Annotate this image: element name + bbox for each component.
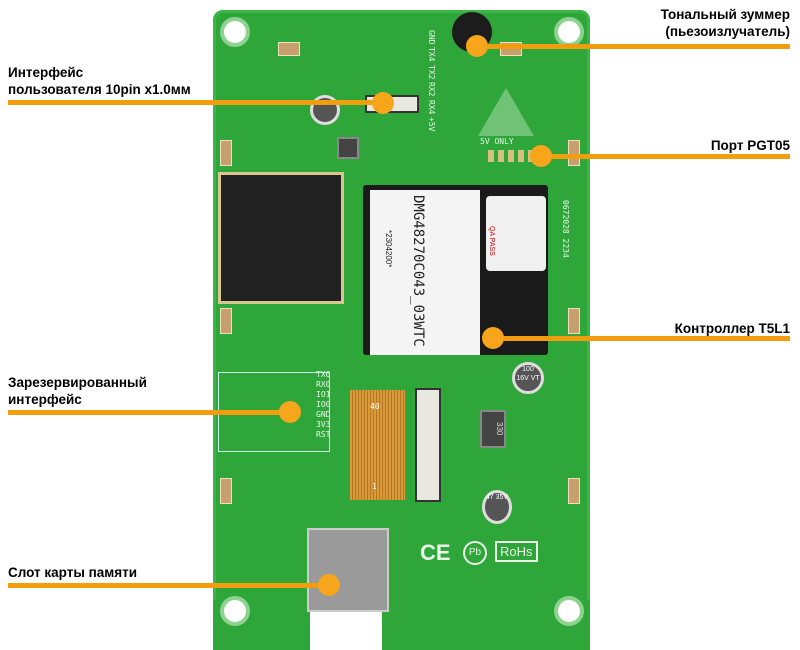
pin-label: RX0 (316, 380, 331, 389)
mount-hole (220, 17, 250, 47)
pin-label: +5V (427, 117, 436, 132)
smd-pad (220, 308, 232, 334)
smd-pad (568, 478, 580, 504)
chip-sticker: DMG48270C043_03WTC *2304200* (370, 190, 480, 355)
pin-label: RX2 (427, 82, 436, 97)
board-notch (310, 612, 382, 650)
reserved-label-line1: Зарезервированный (8, 375, 147, 390)
smd-pad (220, 140, 232, 166)
reserved-pin-labels: TX0 RX0 IO1 IO0 GND 3V3 RST (316, 370, 330, 440)
user-interface-label: Интерфейс пользователя 10pin x1.0мм (8, 64, 191, 98)
ce-mark: CE (420, 540, 451, 565)
user-interface-label-line2: пользователя 10pin x1.0мм (8, 82, 191, 97)
reserved-label-line2: интерфейс (8, 392, 82, 407)
pin-label: IO0 (316, 400, 331, 409)
buzzer-label-line2: (пьезоизлучатель) (665, 24, 790, 39)
sd-slot-leader-line (8, 583, 330, 588)
display-connector (415, 388, 441, 502)
smd-pad (568, 140, 580, 166)
capacitor-100uf: 100 16V VT (512, 362, 544, 394)
pin-label: TX0 (316, 370, 331, 379)
capacitor-47uf: 47 35V (482, 490, 512, 524)
rohs-mark: RoHs (495, 541, 538, 562)
date-code: 0672028 2234 (561, 200, 570, 258)
qa-sticker: QA PASS (486, 196, 546, 271)
display-ribbon: 40 1 (350, 390, 405, 500)
sd-slot-label: Слот карты памяти (8, 565, 138, 580)
smd-pad (568, 308, 580, 334)
pb-free-mark: Pb (463, 541, 487, 565)
port-marker (530, 145, 552, 167)
controller-marker (482, 327, 504, 349)
warning-text: 5V ONLY (480, 137, 514, 146)
sd-slot-marker (318, 574, 340, 596)
smd-pad (278, 42, 300, 56)
pin-label: RST (316, 430, 331, 439)
buzzer-label: Тональный зуммер (пьезоизлучатель) (661, 6, 790, 40)
reserved-label: Зарезервированный интерфейс (8, 374, 147, 408)
port-label: Порт PGT05 (710, 138, 790, 153)
qa-text: QA PASS (488, 226, 495, 256)
mount-hole (554, 17, 584, 47)
pin1-label: 1 (372, 482, 377, 491)
reserved-leader-line (8, 410, 290, 415)
serial-label: *2304200* (384, 230, 393, 268)
user-interface-leader-line (8, 100, 384, 105)
sd-card-slot (307, 528, 389, 612)
pin-label: TX2 (427, 64, 436, 80)
model-label: DMG48270C043_03WTC (410, 195, 426, 347)
user-interface-marker (372, 92, 394, 114)
port-leader-line (540, 154, 790, 159)
controller-label: Контроллер T5L1 (674, 321, 790, 336)
buzzer-marker (466, 35, 488, 57)
pcb-board-bottom (213, 600, 590, 650)
left-fpc-connector (218, 172, 344, 304)
pin-label: GND (427, 30, 436, 45)
smd-pad (220, 478, 232, 504)
inductor-330: 330 (480, 410, 506, 448)
inductor (337, 137, 359, 159)
pin40-label: 40 (370, 402, 380, 411)
mount-hole (554, 596, 584, 626)
user-interface-label-line1: Интерфейс (8, 65, 84, 80)
top-pin-labels: GND TX4 TX2 RX2 RX4 +5V (366, 30, 436, 132)
pin-label: 3V3 (316, 420, 331, 429)
controller-leader-line (494, 336, 790, 341)
pin-label: IO1 (316, 390, 331, 399)
pin-label: TX4 (427, 47, 436, 62)
reserved-marker (279, 401, 301, 423)
pin-label: RX4 (427, 99, 436, 115)
warning-triangle (478, 88, 534, 136)
buzzer-label-line1: Тональный зуммер (660, 7, 790, 22)
mount-hole (220, 596, 250, 626)
buzzer-leader-line (477, 44, 790, 49)
pin-label: GND (316, 410, 331, 419)
